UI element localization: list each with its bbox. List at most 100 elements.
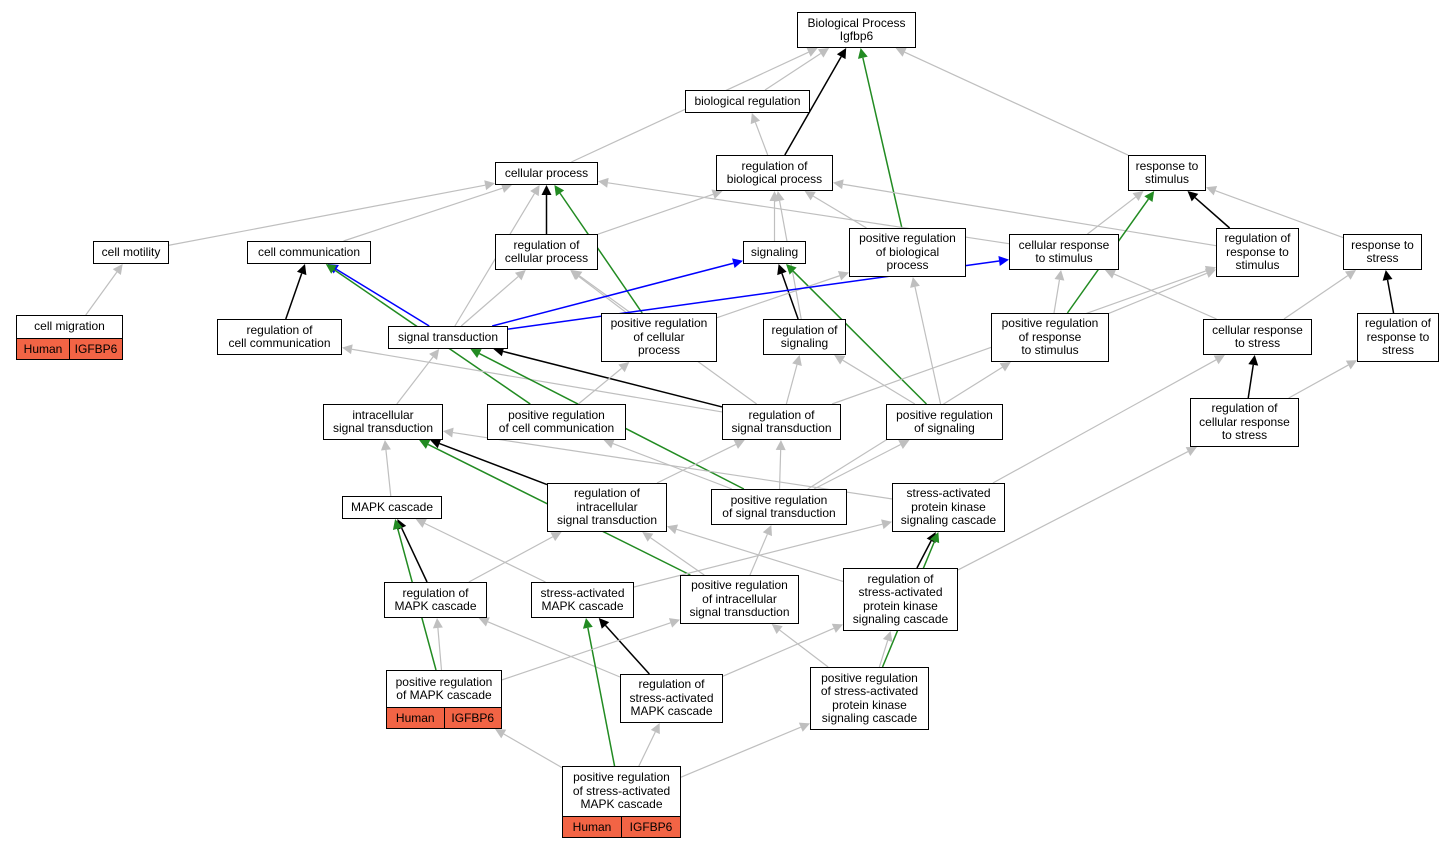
edge-arrowhead-posregmapk: [495, 729, 507, 739]
edge-cellmig-to-cellmot: [85, 271, 118, 316]
edge-arrowhead-regsig: [792, 355, 802, 366]
node-cellular-response-to-stress[interactable]: cellular response to stress: [1203, 319, 1312, 355]
edge-samapk-to-mapk: [424, 522, 546, 583]
node-regulation-of-mapk-cascade[interactable]: regulation of MAPK cascade: [384, 582, 487, 618]
edge-regcellcomm-to-cellcomm: [285, 273, 303, 320]
edge-arrowhead-regrespstress: [1345, 360, 1357, 370]
edge-posregcellproc-to-regcellproc: [577, 275, 628, 314]
node-positive-regulation-of-intracellular-signal-transduction[interactable]: positive regulation of intracellular sig…: [680, 575, 799, 624]
node-positive-regulation-of-stress-activated-protein-kinase-signaling-cascade[interactable]: positive regulation of stress-activated …: [810, 667, 929, 730]
node-biological-process[interactable]: Biological Process Igfbp6: [797, 12, 916, 48]
edge-regsigtrans-to-regcellcomm: [351, 348, 723, 413]
node-cellular-response-to-stimulus[interactable]: cellular response to stimulus: [1009, 234, 1119, 270]
node-positive-regulation-of-mapk-cascade[interactable]: positive regulation of MAPK cascade Huma…: [386, 670, 502, 729]
node-cell-communication[interactable]: cell communication: [247, 241, 371, 264]
edge-arrowhead-regrespstim: [1204, 265, 1216, 276]
node-stress-activated-mapk-cascade[interactable]: stress-activated MAPK cascade: [531, 582, 634, 618]
node-regulation-of-stress-activated-protein-kinase-signaling-cascade[interactable]: regulation of stress-activated protein k…: [843, 568, 958, 631]
edge-arrowhead-bp: [817, 48, 830, 58]
edge-regintrasig-to-regsigtrans: [656, 443, 737, 484]
edge-samapk-to-sapk: [633, 523, 883, 588]
edge-arrowhead-cellproc: [484, 180, 495, 191]
gene-cell: IGFBP6: [443, 708, 501, 728]
edge-arrowhead-posregbio: [910, 277, 920, 288]
node-regulation-of-cell-communication[interactable]: regulation of cell communication: [217, 319, 342, 355]
edge-arrowhead-mapk: [392, 519, 403, 530]
node-positive-regulation-of-cell-communication[interactable]: positive regulation of cell communicatio…: [487, 404, 626, 440]
edge-posregsamapk-to-posregsapk: [680, 726, 802, 778]
edge-cellrespstress-to-cellrespstim: [1113, 273, 1217, 320]
annotation-row: Human IGFBP6: [563, 816, 680, 837]
edge-regcellrespstress-to-regrespstress: [1288, 364, 1349, 399]
edge-posregsapk-to-regsapk: [878, 640, 889, 668]
edge-arrowhead-cellproc: [500, 183, 512, 193]
edge-regsig-to-signaling: [781, 273, 799, 320]
edge-posregsamapk-to-samapk: [587, 627, 616, 767]
node-regulation-of-biological-process[interactable]: regulation of biological process: [716, 155, 833, 191]
node-positive-regulation-of-signaling[interactable]: positive regulation of signaling: [886, 404, 1003, 440]
node-positive-regulation-of-signal-transduction[interactable]: positive regulation of signal transducti…: [711, 489, 847, 525]
species-cell: Human: [387, 708, 444, 728]
node-signal-transduction[interactable]: signal transduction: [388, 326, 508, 349]
edge-arrowhead-posregcellproc: [618, 362, 630, 373]
node-label: cell migration: [34, 319, 105, 334]
node-regulation-of-signal-transduction[interactable]: regulation of signal transduction: [722, 404, 841, 440]
edge-posregrespstim-to-regrespstim: [1108, 272, 1207, 314]
node-stress-activated-protein-kinase-signaling-cascade[interactable]: stress-activated protein kinase signalin…: [892, 483, 1005, 532]
edge-arrowhead-cellcomm: [325, 264, 337, 274]
edge-arrowhead-intrasig: [419, 439, 431, 449]
node-cell-motility[interactable]: cell motility: [93, 241, 169, 264]
node-biological-regulation[interactable]: biological regulation: [685, 90, 810, 113]
node-positive-regulation-of-cellular-process[interactable]: positive regulation of cellular process: [601, 313, 717, 362]
edge-posregcellcomm-to-posregcellproc: [577, 367, 622, 405]
node-positive-regulation-of-stress-activated-mapk-cascade[interactable]: positive regulation of stress-activated …: [562, 766, 681, 838]
edge-arrowhead-regmapk: [432, 618, 443, 629]
node-regulation-of-intracellular-signal-transduction[interactable]: regulation of intracellular signal trans…: [547, 483, 667, 532]
edge-posregintrasig-to-regintrasig: [650, 537, 705, 576]
edge-posregbio-to-regbio: [812, 195, 867, 229]
node-regulation-of-cellular-process[interactable]: regulation of cellular process: [495, 234, 598, 270]
node-intracellular-signal-transduction[interactable]: intracellular signal transduction: [323, 404, 443, 440]
edge-respstress-to-respstim: [1215, 190, 1344, 239]
edge-arrowhead-intrasig: [380, 440, 391, 451]
edge-arrowhead-samapk: [582, 618, 593, 629]
node-cellular-process[interactable]: cellular process: [495, 162, 598, 185]
edge-posregsig-to-posregbio: [914, 286, 942, 405]
edge-sigtrans-to-cellproc: [454, 193, 535, 327]
edge-posregsigtrans-to-posregsig: [813, 444, 901, 490]
node-positive-regulation-of-biological-process[interactable]: positive regulation of biological proces…: [849, 228, 966, 277]
edge-regsapk-to-regcellrespstress: [957, 451, 1189, 571]
edge-cellrespstim-to-respstim: [1087, 196, 1136, 235]
node-regulation-of-response-to-stress[interactable]: regulation of response to stress: [1357, 313, 1439, 362]
edge-arrowhead-sigtrans: [470, 349, 482, 359]
gene-cell: IGFBP6: [69, 339, 122, 359]
edge-regbio-to-bp: [784, 56, 842, 156]
node-regulation-of-stress-activated-mapk-cascade[interactable]: regulation of stress-activated MAPK casc…: [620, 674, 723, 723]
node-positive-regulation-of-response-to-stimulus[interactable]: positive regulation of response to stimu…: [991, 313, 1109, 362]
node-cell-migration[interactable]: cell migration Human IGFBP6: [16, 315, 123, 360]
edge-arrowhead-regsapk: [831, 623, 843, 633]
edge-arrowhead-cellcomm: [296, 264, 307, 276]
edge-regrespstim-to-regbio: [842, 183, 1217, 247]
node-regulation-of-signaling[interactable]: regulation of signaling: [763, 319, 846, 355]
edge-regrespstim-to-respstim: [1194, 197, 1231, 229]
node-response-to-stress[interactable]: response to stress: [1343, 234, 1422, 270]
node-label: positive regulation of stress-activated …: [572, 770, 671, 812]
edge-mapk-to-intrasig: [385, 449, 392, 497]
node-mapk-cascade[interactable]: MAPK cascade: [342, 496, 442, 519]
node-regulation-of-cellular-response-to-stress[interactable]: regulation of cellular response to stres…: [1190, 398, 1299, 447]
edge-arrowhead-posregbio: [837, 271, 849, 281]
edge-posregrespstim-to-cellrespstim: [1053, 279, 1061, 314]
edge-arrowhead-signaling: [777, 264, 787, 276]
edge-arrowhead-cellproc: [554, 185, 565, 197]
edge-arrowhead-posregsapk: [798, 722, 810, 732]
node-regulation-of-response-to-stimulus[interactable]: regulation of response to stimulus: [1216, 228, 1299, 277]
edge-posregsamapk-to-posregmapk: [503, 733, 563, 769]
edge-arrowhead-bp: [836, 48, 847, 60]
edge-posregsamapk-to-regsamapk: [638, 731, 656, 767]
edge-arrowhead-regsigtrans: [733, 439, 745, 449]
node-response-to-stimulus[interactable]: response to stimulus: [1128, 155, 1206, 191]
node-signaling[interactable]: signaling: [743, 241, 806, 264]
